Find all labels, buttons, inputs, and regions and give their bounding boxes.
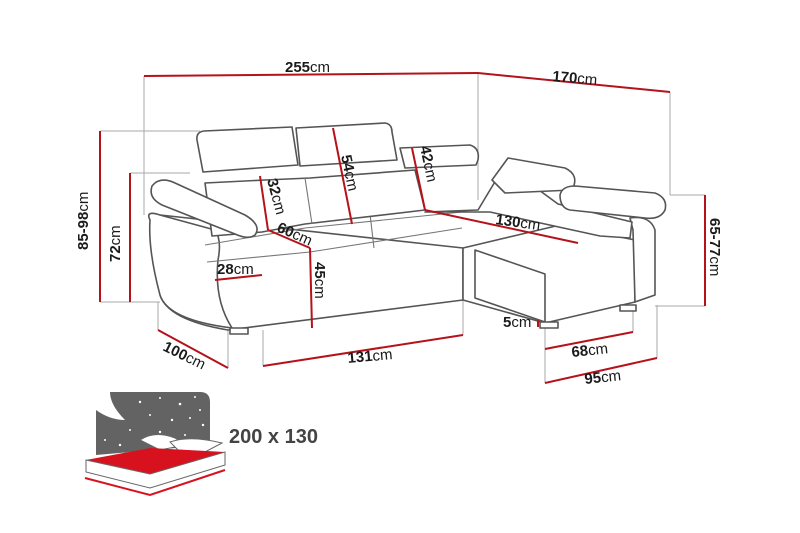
label-chaise-seat: 130cm (494, 211, 541, 234)
label-bed-length: 131cm (347, 346, 393, 367)
label-backrest-depth: 32cm (263, 177, 289, 217)
label-chaise-length: 170cm (552, 68, 598, 89)
label-height-range: 85-98cm (75, 192, 92, 250)
label-chaise-width: 95cm (584, 367, 622, 388)
bed-icon (84, 392, 226, 497)
label-chaise-inner: 68cm (571, 340, 609, 361)
dimension-lines (99, 72, 706, 384)
label-seat-depth: 60cm (274, 219, 314, 249)
label-side-height: 65-77cm (706, 218, 723, 276)
label-chaise-headrest: 42cm (416, 144, 440, 183)
label-armrest-width: 28cm (217, 261, 254, 278)
label-total-width: 255cm (285, 59, 330, 76)
label-leg-height: 5cm (503, 314, 531, 331)
label-headrest-height: 54cm (337, 153, 361, 192)
dimension-labels: 255cm 170cm 85-98cm 72cm 54cm 42cm 32cm … (75, 59, 723, 388)
label-seat-height: 45cm (311, 262, 328, 299)
sofa-outline (147, 122, 667, 335)
label-back-height: 72cm (107, 225, 124, 262)
sleeping-area-label: 200 x 130 (229, 426, 318, 448)
